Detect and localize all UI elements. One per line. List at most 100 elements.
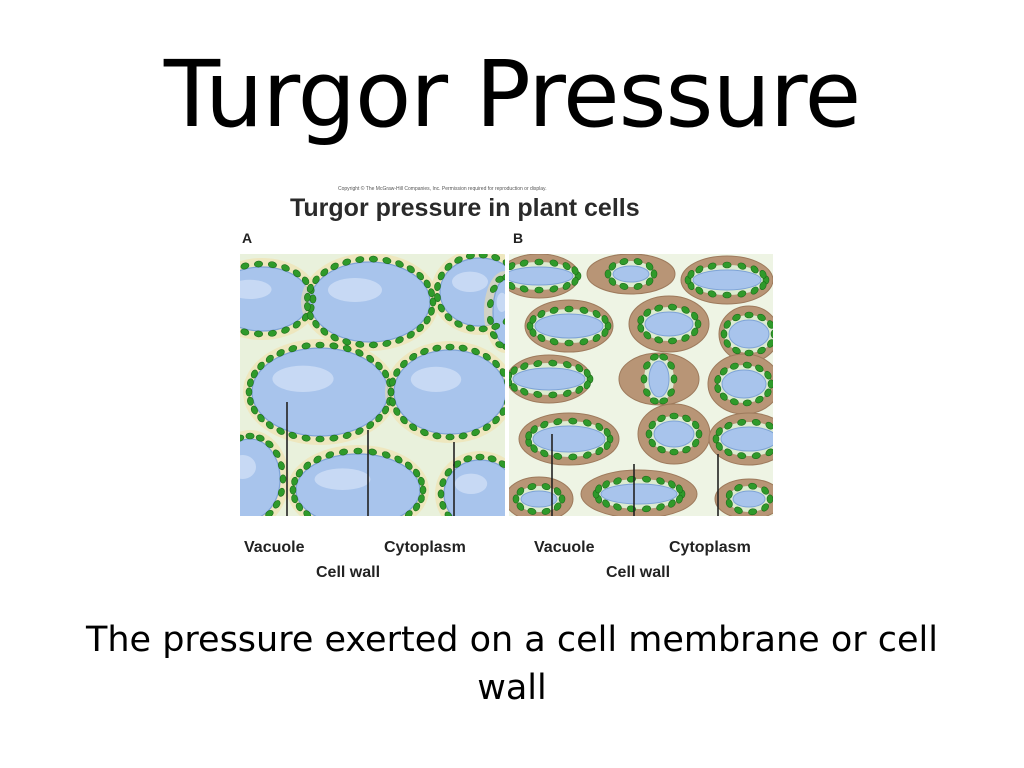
chloroplast bbox=[492, 416, 500, 425]
chloroplast bbox=[437, 271, 445, 281]
vacuole bbox=[309, 261, 431, 343]
chloroplast bbox=[654, 304, 664, 312]
chloroplast bbox=[643, 331, 652, 340]
vacuole bbox=[393, 349, 505, 435]
chloroplast bbox=[355, 427, 364, 435]
chloroplast bbox=[553, 502, 562, 511]
chloroplast bbox=[525, 431, 533, 441]
chloroplast bbox=[382, 369, 390, 379]
chloroplast bbox=[434, 293, 441, 302]
chloroplast bbox=[719, 392, 728, 401]
chloroplast bbox=[682, 414, 691, 423]
chloroplast bbox=[732, 313, 741, 322]
chloroplast bbox=[491, 322, 501, 330]
chloroplast bbox=[301, 276, 310, 286]
chloroplast bbox=[640, 374, 648, 384]
chloroplast bbox=[423, 279, 431, 289]
chloroplast bbox=[602, 499, 610, 508]
chloroplast bbox=[730, 362, 739, 370]
chloroplast bbox=[439, 478, 447, 488]
chloroplast bbox=[247, 396, 254, 406]
chloroplast bbox=[454, 320, 463, 328]
chloroplast bbox=[529, 315, 537, 324]
chloroplast bbox=[393, 368, 401, 377]
chloroplast bbox=[667, 361, 675, 370]
chloroplast bbox=[527, 507, 537, 515]
chloroplast bbox=[549, 338, 559, 346]
chloroplast bbox=[568, 453, 578, 461]
chloroplast bbox=[291, 494, 298, 504]
chloroplast bbox=[381, 451, 391, 459]
chloroplast bbox=[608, 277, 617, 286]
vacuole-highlight bbox=[240, 455, 256, 479]
chloroplast bbox=[564, 339, 574, 347]
chloroplast bbox=[389, 377, 396, 387]
chloroplast bbox=[409, 423, 418, 432]
vacuole-highlight bbox=[410, 366, 462, 392]
vacuole bbox=[648, 360, 670, 398]
chloroplast bbox=[724, 421, 733, 430]
chloroplast bbox=[715, 427, 723, 436]
vacuole bbox=[653, 420, 695, 448]
chloroplast bbox=[478, 254, 488, 259]
chloroplast bbox=[675, 494, 683, 504]
chloroplast bbox=[406, 330, 415, 339]
chloroplast bbox=[445, 433, 455, 441]
chloroplast bbox=[562, 281, 571, 290]
chloroplast bbox=[419, 485, 427, 495]
chloroplast bbox=[583, 368, 591, 378]
chloroplast bbox=[420, 347, 429, 356]
chloroplast bbox=[734, 506, 743, 514]
chloroplast bbox=[267, 329, 277, 337]
chloroplast bbox=[755, 395, 764, 404]
chloroplast bbox=[563, 389, 572, 397]
chloroplast bbox=[330, 333, 339, 342]
chloroplast bbox=[714, 375, 722, 384]
chloroplast bbox=[465, 254, 475, 260]
chloroplast bbox=[409, 352, 418, 361]
chloroplast bbox=[353, 447, 363, 455]
chloroplast bbox=[541, 507, 551, 515]
chloroplast bbox=[668, 337, 677, 345]
chloroplast bbox=[489, 284, 498, 293]
chloroplast bbox=[549, 306, 559, 314]
chloroplast bbox=[382, 339, 392, 347]
chloroplast bbox=[504, 397, 505, 407]
chloroplast bbox=[413, 468, 421, 478]
chloroplast bbox=[669, 412, 679, 420]
chloroplast bbox=[516, 502, 525, 511]
chloroplast bbox=[530, 444, 538, 453]
chloroplast bbox=[240, 262, 250, 270]
chloroplast bbox=[643, 361, 651, 370]
chloroplast bbox=[648, 420, 656, 430]
chloroplast bbox=[568, 417, 578, 425]
chloroplast bbox=[355, 349, 364, 357]
chloroplast bbox=[510, 366, 518, 375]
chloroplast bbox=[548, 391, 558, 399]
chloroplast bbox=[533, 360, 543, 368]
vacuole bbox=[721, 369, 767, 399]
chloroplast bbox=[432, 432, 442, 440]
chloroplast bbox=[592, 310, 601, 318]
chloroplast bbox=[375, 361, 383, 371]
chloroplast bbox=[342, 258, 352, 266]
chloroplast bbox=[389, 397, 396, 407]
chloroplast bbox=[553, 452, 563, 460]
chloroplast bbox=[301, 434, 311, 442]
chloroplast bbox=[619, 258, 629, 266]
chloroplast bbox=[254, 330, 263, 338]
chloroplast bbox=[342, 345, 352, 353]
chloroplast bbox=[245, 387, 253, 397]
vacuole bbox=[512, 367, 586, 391]
chloroplast bbox=[519, 285, 529, 293]
vacuole bbox=[520, 490, 558, 508]
chloroplast bbox=[765, 421, 773, 430]
chloroplast bbox=[463, 455, 473, 463]
vacuole bbox=[251, 347, 389, 437]
chloroplast bbox=[583, 451, 592, 459]
chloroplast bbox=[681, 306, 690, 314]
chloroplast bbox=[645, 277, 654, 286]
chloroplast bbox=[339, 448, 348, 456]
chloroplast bbox=[681, 334, 690, 342]
chloroplast bbox=[751, 452, 761, 459]
